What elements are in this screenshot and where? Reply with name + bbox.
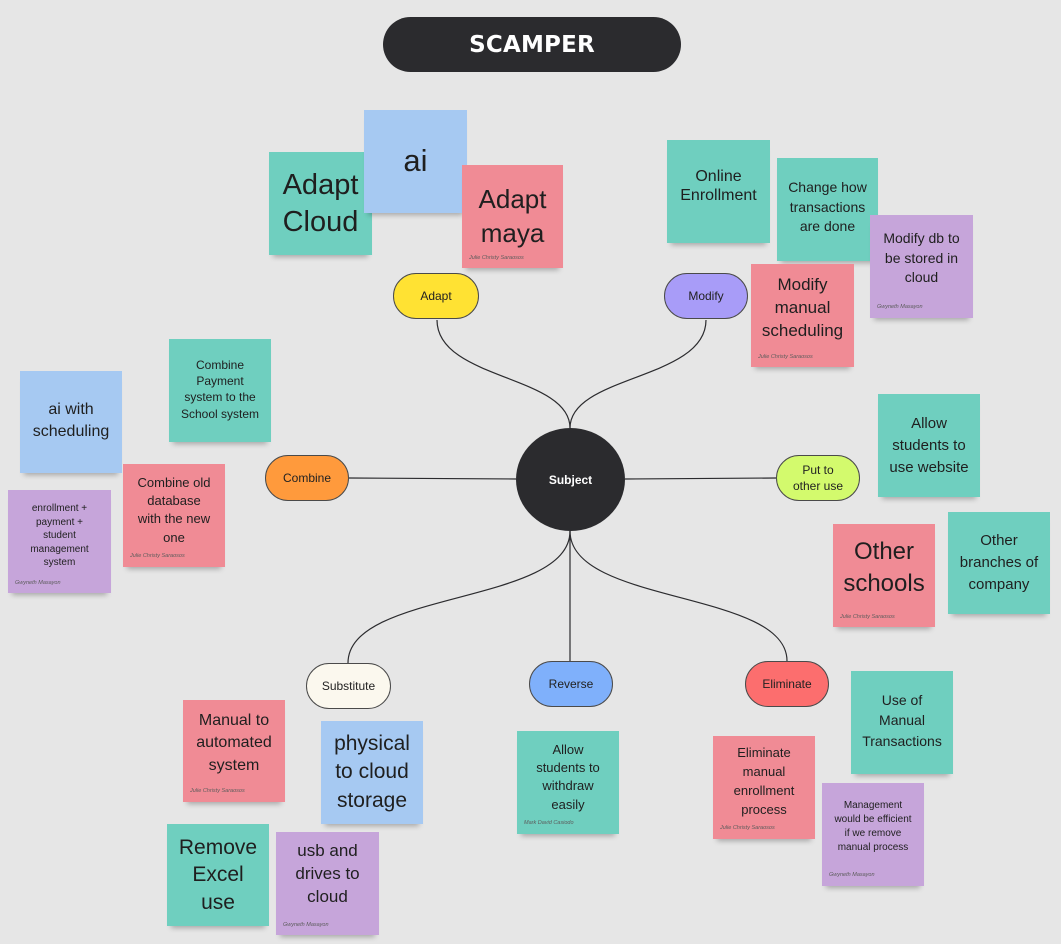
sticky-note-ai-scheduling[interactable]: ai with scheduling (20, 371, 122, 473)
note-author: Gwyneth Masayon (15, 579, 61, 586)
branch-put-to-other-use-label: Put to other use (792, 463, 844, 493)
branch-adapt-label: Adapt (420, 289, 452, 303)
note-text: Adapt maya (478, 183, 547, 248)
branch-adapt[interactable]: Adapt (393, 273, 479, 319)
connector-eliminate (569, 530, 788, 662)
note-author: Gwyneth Masayon (283, 921, 329, 928)
note-text: Manual to automated system (196, 712, 272, 774)
note-text: Modify db to be stored in cloud (883, 230, 960, 286)
sticky-note-combine-old-db[interactable]: Combine old database with the new one Ju… (123, 464, 225, 567)
branch-reverse-label: Reverse (548, 677, 594, 691)
note-author: Gwyneth Masayon (877, 304, 923, 311)
sticky-note-online-enrollment[interactable]: Online Enrollment (667, 140, 770, 243)
branch-eliminate[interactable]: Eliminate (745, 661, 829, 707)
branch-substitute[interactable]: Substitute (306, 663, 391, 709)
branch-combine[interactable]: Combine (265, 455, 349, 501)
branch-eliminate-label: Eliminate (762, 677, 812, 691)
board-title[interactable]: SCAMPER (383, 17, 681, 72)
connector-substitute (347, 530, 571, 664)
sticky-note-other-branches[interactable]: Other branches of company (948, 512, 1050, 614)
note-text: physical to cloud storage (334, 731, 410, 812)
sticky-note-change-transactions[interactable]: Change how transactions are done (777, 158, 878, 261)
note-author: Gwyneth Masayon (829, 872, 875, 879)
sticky-note-remove-excel[interactable]: Remove Excel use (167, 824, 269, 926)
note-text: usb and drives to cloud (295, 841, 360, 906)
sticky-note-adapt-cloud[interactable]: Adapt Cloud (269, 152, 372, 255)
connector-modify (569, 319, 707, 429)
note-text: Eliminate manual enrollment process (733, 745, 795, 817)
note-text: ai with scheduling (32, 401, 110, 441)
sticky-note-other-schools[interactable]: Other schools Julie Christy Saraosos (833, 524, 935, 627)
sticky-note-usb-drives[interactable]: usb and drives to cloud Gwyneth Masayon (276, 832, 379, 935)
branch-modify-label: Modify (688, 289, 724, 303)
note-text: Modify manual scheduling (761, 275, 844, 340)
sticky-note-manual-automated[interactable]: Manual to automated system Julie Christy… (183, 700, 285, 802)
note-text: Remove Excel use (178, 836, 258, 914)
sticky-note-modify-scheduling[interactable]: Modify manual scheduling Julie Christy S… (751, 264, 854, 367)
note-text: ai (403, 143, 428, 178)
note-author: Julie Christy Saraosos (840, 613, 895, 620)
sticky-note-management-efficient[interactable]: Management would be efficient if we remo… (822, 783, 924, 886)
note-text: Allow students to use website (889, 415, 969, 476)
sticky-note-physical-cloud[interactable]: physical to cloud storage (321, 721, 423, 824)
note-text: Online Enrollment (680, 168, 757, 205)
note-text: Other schools (843, 538, 925, 598)
branch-combine-label: Combine (282, 471, 332, 485)
branch-put-to-other-use[interactable]: Put to other use (776, 455, 860, 501)
note-author: Julie Christy Saraosos (130, 553, 185, 560)
sticky-note-allow-website[interactable]: Allow students to use website (878, 394, 980, 497)
note-author: Mark David Casiodo (524, 820, 574, 827)
sticky-note-adapt-maya[interactable]: Adapt maya Julie Christy Saraosos (462, 165, 563, 268)
connector-combine (348, 477, 517, 480)
note-text: Use of Manual Transactions (862, 692, 942, 749)
sticky-note-eliminate-manual[interactable]: Eliminate manual enrollment process Juli… (713, 736, 815, 839)
note-author: Julie Christy Saraosos (469, 254, 524, 261)
sticky-note-use-manual-transactions[interactable]: Use of Manual Transactions (851, 671, 953, 774)
branch-reverse[interactable]: Reverse (529, 661, 613, 707)
subject-label: Subject (548, 472, 593, 487)
connector-adapt (436, 319, 571, 429)
note-author: Julie Christy Saraosos (758, 353, 813, 360)
note-text: Management would be efficient if we remo… (834, 800, 912, 853)
sticky-note-ai[interactable]: ai (364, 110, 467, 213)
note-text: Other branches of company (959, 532, 1039, 593)
branch-substitute-label: Substitute (321, 679, 376, 693)
note-text: Combine old database with the new one (137, 475, 211, 545)
sticky-note-modify-db[interactable]: Modify db to be stored in cloud Gwyneth … (870, 215, 973, 318)
note-text: enrollment + payment + student managemen… (30, 503, 89, 568)
sticky-note-enrollment-system[interactable]: enrollment + payment + student managemen… (8, 490, 111, 593)
connector-put-to-other-use (624, 477, 777, 480)
note-author: Julie Christy Saraosos (190, 788, 245, 795)
note-text: Change how transactions are done (788, 179, 867, 235)
note-text: Allow students to withdraw easily (536, 742, 600, 812)
note-author: Julie Christy Saraosos (720, 825, 775, 832)
sticky-note-allow-withdraw[interactable]: Allow students to withdraw easily Mark D… (517, 731, 619, 834)
branch-modify[interactable]: Modify (664, 273, 748, 319)
note-text: Combine Payment system to the School sys… (180, 358, 260, 421)
subject-node[interactable]: Subject (516, 428, 625, 531)
sticky-note-combine-payment[interactable]: Combine Payment system to the School sys… (169, 339, 271, 442)
note-text: Adapt Cloud (282, 169, 359, 238)
